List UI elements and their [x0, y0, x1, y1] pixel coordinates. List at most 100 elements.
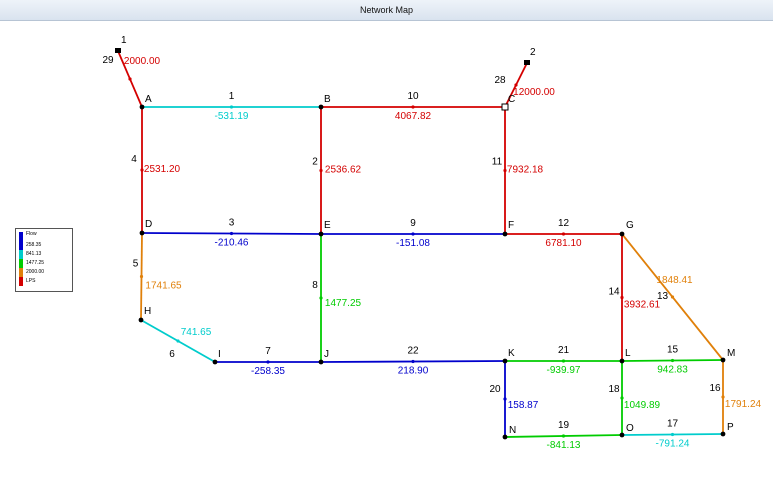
pipe-29-flow-label: 2000.00 — [124, 56, 161, 67]
tank-C-icon[interactable] — [501, 103, 509, 111]
pipe-1-flow-label: -531.19 — [215, 111, 249, 122]
pipe-10-flow-label: 4067.82 — [395, 111, 432, 122]
pipe-18-flow-arrow-icon — [620, 396, 624, 400]
pipe-19-flow-arrow-icon — [561, 434, 566, 438]
legend-swatch-4 — [19, 277, 23, 286]
junction-B[interactable] — [318, 104, 324, 110]
legend-swatch-2 — [19, 259, 23, 268]
pipe-12-flow-arrow-icon — [561, 232, 566, 236]
flow-legend[interactable]: Flow 258.35 841.13 1477.25 2000.00 LPS — [15, 228, 73, 292]
pipe-8-id-label: 8 — [312, 280, 318, 291]
pipe-3-flow-label: -210.46 — [215, 238, 249, 249]
node-M-label: M — [727, 348, 735, 359]
junction-P[interactable] — [720, 431, 726, 437]
junction-O[interactable] — [619, 432, 625, 438]
pipe-16-flow-arrow-icon — [721, 395, 725, 399]
pipe-4-id-label: 4 — [131, 154, 137, 165]
pipe-5-flow-arrow-icon — [139, 274, 144, 279]
pipe-20-flow-arrow-icon — [503, 397, 507, 401]
pipe-7-id-label: 7 — [265, 346, 271, 357]
junction-J[interactable] — [318, 359, 324, 365]
pipe-13-id-label: 13 — [657, 291, 669, 302]
pipe-15-flow-label: 942.83 — [657, 365, 688, 376]
junction-E[interactable] — [318, 231, 324, 237]
node-N-label: N — [509, 425, 516, 436]
nodes-layer — [115, 48, 726, 440]
node-A-label: A — [145, 94, 152, 105]
junction-N[interactable] — [502, 434, 508, 440]
pipe-10-id-label: 10 — [407, 91, 419, 102]
junction-H[interactable] — [138, 317, 144, 323]
pipe-4-flow-arrow-icon — [140, 168, 144, 172]
pipe-28-flow-label: 12000.00 — [513, 87, 555, 98]
pipe-16-flow-label: 1791.24 — [725, 399, 762, 410]
junction-A[interactable] — [139, 104, 145, 110]
pipe-5-id-label: 5 — [133, 259, 139, 270]
pipe-14-flow-arrow-icon — [620, 295, 624, 300]
reservoir-1-icon[interactable] — [115, 48, 121, 53]
pipe-2-id-label: 2 — [312, 157, 318, 168]
node-F-label: F — [508, 220, 514, 231]
pipe-14-flow-label: 3932.61 — [624, 300, 661, 311]
legend-label-1: 841.13 — [26, 251, 42, 257]
pipe-2-flow-arrow-icon — [319, 168, 323, 173]
pipe-8-flow-label: 1477.25 — [325, 298, 362, 309]
node-J-label: J — [324, 349, 329, 360]
pipe-22-id-label: 22 — [407, 346, 419, 357]
pipe-3-id-label: 3 — [229, 218, 235, 229]
pipe-11-id-label: 11 — [492, 157, 503, 168]
legend-label-0: 258.35 — [26, 242, 42, 248]
window-title: Network Map — [0, 0, 773, 21]
reservoir-2-icon[interactable] — [524, 60, 530, 65]
pipe-5-flow-label: 1741.65 — [145, 281, 182, 292]
legend-label-2: 1477.25 — [26, 260, 45, 266]
legend-swatch-0 — [19, 241, 23, 250]
legend-label-3: 2000.00 — [26, 269, 45, 275]
pipe-1-flow-arrow-icon — [229, 105, 234, 109]
pipe-17-flow-arrow-icon — [670, 432, 675, 437]
pipe-14-id-label: 14 — [608, 287, 620, 298]
pipe-10-flow-arrow-icon — [411, 105, 415, 109]
pipe-6-flow-label: 741.65 — [181, 327, 212, 338]
pipe-17-flow-label: -791.24 — [656, 439, 690, 450]
node-H-label: H — [144, 306, 151, 317]
pipe-29-id-label: 29 — [102, 55, 114, 66]
pipe-29-flow-arrow-icon — [128, 77, 132, 81]
node-C-label: C — [508, 94, 515, 105]
junction-F[interactable] — [502, 231, 508, 237]
pipe-9-flow-label: -151.08 — [396, 238, 430, 249]
junction-L[interactable] — [619, 358, 625, 364]
pipe-6-id-label: 6 — [169, 349, 175, 360]
node-L-label: L — [625, 348, 631, 359]
legend-unit: LPS — [26, 278, 36, 284]
pipe-21-flow-arrow-icon — [561, 359, 566, 363]
pipe-28-flow-arrow-icon — [514, 83, 518, 87]
pipes-layer — [117, 50, 725, 438]
pipe-3-flow-arrow-icon — [229, 231, 234, 236]
pipe-22-flow-arrow-icon — [411, 359, 415, 364]
pipe-28-id-label: 28 — [494, 75, 506, 86]
legend-title: Flow — [26, 231, 37, 237]
legend-swatch-3 — [19, 268, 23, 277]
node-K-label: K — [508, 348, 515, 359]
junction-K[interactable] — [502, 358, 508, 364]
junction-G[interactable] — [619, 231, 625, 237]
node-2-label: 2 — [530, 47, 536, 58]
pipe-11-flow-label: 7932.18 — [507, 165, 544, 176]
pipe-18-flow-label: 1049.89 — [624, 400, 661, 411]
pipe-20-id-label: 20 — [489, 384, 501, 395]
pipe-16-id-label: 16 — [709, 383, 721, 394]
junction-M[interactable] — [720, 357, 726, 363]
legend-swatch-flow — [19, 232, 23, 241]
pipe-15-id-label: 15 — [667, 345, 679, 356]
pipe-7-flow-arrow-icon — [266, 360, 270, 364]
pipe-22-flow-label: 218.90 — [398, 366, 429, 377]
junction-I[interactable] — [212, 359, 218, 365]
node-I-label: I — [218, 349, 221, 360]
node-P-label: P — [727, 422, 734, 433]
junction-D[interactable] — [139, 230, 145, 236]
pipe-21-flow-label: -939.97 — [547, 365, 581, 376]
